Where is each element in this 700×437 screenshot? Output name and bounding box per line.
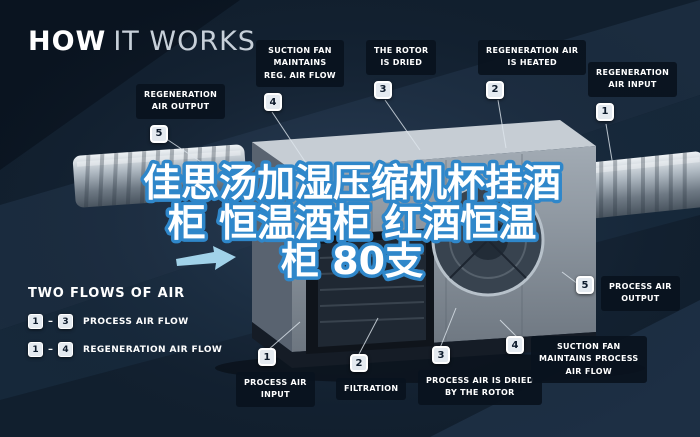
callout-regen-output: REGENERATION AIR OUTPUT 5: [136, 84, 226, 143]
callout-badge-4-process: 4: [506, 336, 524, 354]
callout-badge-5-regen: 5: [150, 124, 168, 143]
legend-row-regeneration: 1 – 4 REGENERATION AIR FLOW: [28, 342, 222, 357]
callout-label-rotor-dried: THE ROTOR IS DRIED: [366, 40, 437, 75]
legend-badge-from-regen: 1: [28, 342, 43, 357]
legend-label-process: PROCESS AIR FLOW: [83, 316, 189, 327]
leader-lines: [161, 99, 613, 357]
callout-suction-fan-process: 4 SUCTION FAN MAINTAINS PROCESS AIR FLOW: [506, 336, 647, 384]
legend-range-dash-process: –: [48, 316, 53, 327]
watermark-line-3: 柜 80支: [281, 239, 423, 283]
callout-regen-heated: REGENERATION AIR IS HEATED 2: [478, 40, 587, 99]
legend-row-process: 1 – 3 PROCESS AIR FLOW: [28, 314, 222, 329]
callout-label-regen-heated: REGENERATION AIR IS HEATED: [478, 40, 587, 75]
callout-label-process-input: PROCESS AIR INPUT: [236, 372, 315, 407]
callout-process-output: 5 PROCESS AIR OUTPUT: [576, 276, 680, 311]
callout-label-suction-fan-process: SUCTION FAN MAINTAINS PROCESS AIR FLOW: [531, 336, 647, 384]
callout-badge-2-process: 2: [350, 354, 368, 372]
callout-process-dried: 3 PROCESS AIR IS DRIED BY THE ROTOR: [418, 346, 542, 405]
callout-rotor-dried: THE ROTOR IS DRIED 3: [366, 40, 437, 99]
callout-label-regen-output: REGENERATION AIR OUTPUT: [136, 84, 226, 119]
callout-badge-3-regen: 3: [374, 80, 392, 99]
flow-arrow-icon: [176, 246, 236, 270]
watermark-line-2: 柜 恒温酒柜 红酒恒温: [168, 201, 536, 245]
callout-label-regen-input: REGENERATION AIR INPUT: [588, 62, 678, 97]
callout-suction-fan-regen: SUCTION FAN MAINTAINS REG. AIR FLOW 4: [256, 40, 344, 112]
callout-filtration: 2 FILTRATION: [336, 354, 407, 401]
callout-regen-input: REGENERATION AIR INPUT 1: [588, 62, 678, 121]
callout-label-process-output: PROCESS AIR OUTPUT: [601, 276, 680, 311]
watermark-line-1: 佳思汤加湿压缩机杯挂酒: [143, 161, 561, 205]
legend-badge-to-process: 3: [58, 314, 73, 329]
callout-badge-4-regen: 4: [264, 93, 282, 112]
title-it-works: IT WORKS: [113, 26, 256, 57]
machine-body: [252, 120, 596, 368]
callout-badge-1-regen: 1: [596, 102, 614, 121]
callout-badge-3-process: 3: [432, 346, 450, 364]
callout-badge-5-process: 5: [576, 276, 594, 294]
legend-title: TWO FLOWS OF AIR: [28, 286, 185, 301]
rotor: [431, 183, 545, 297]
watermark: 佳思汤加湿压缩机杯挂酒 柜 恒温酒柜 红酒恒温 柜 80支: [139, 158, 564, 287]
legend-badge-from-process: 1: [28, 314, 43, 329]
callout-process-input: 1 PROCESS AIR INPUT: [236, 348, 315, 407]
front-opening: [306, 228, 434, 354]
callout-label-process-dried: PROCESS AIR IS DRIED BY THE ROTOR: [418, 370, 542, 405]
callout-badge-2-regen: 2: [486, 80, 504, 99]
left-spiral-duct: [72, 144, 248, 208]
legend-range-dash-regen: –: [48, 344, 53, 355]
legend-label-regen: REGENERATION AIR FLOW: [83, 344, 223, 355]
callout-label-suction-fan-regen: SUCTION FAN MAINTAINS REG. AIR FLOW: [256, 40, 344, 88]
legend-two-flows: TWO FLOWS OF AIR 1 – 3 PROCESS AIR FLOW …: [28, 286, 222, 357]
legend-badge-to-regen: 4: [58, 342, 73, 357]
title-how: HOW: [28, 26, 107, 57]
callout-badge-1-process: 1: [258, 348, 276, 366]
callout-label-filtration: FILTRATION: [336, 378, 407, 401]
